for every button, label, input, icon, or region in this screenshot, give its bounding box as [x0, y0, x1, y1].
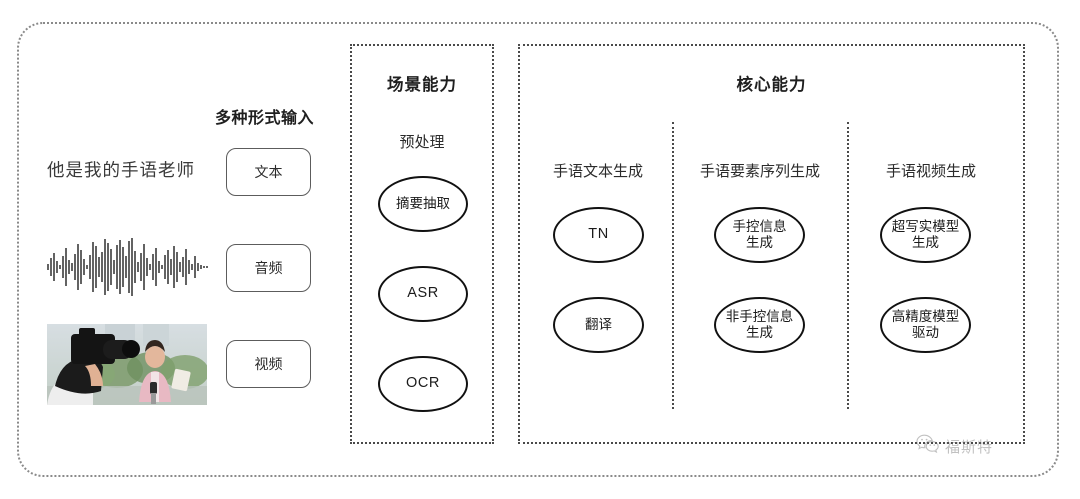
wechat-icon: [916, 434, 940, 459]
core-column-divider-1: [672, 122, 674, 409]
input-section-title: 多种形式输入: [215, 110, 315, 127]
node-translation[interactable]: 翻译: [553, 297, 644, 353]
watermark: 福斯特: [916, 434, 993, 459]
node-label: OCR: [405, 375, 441, 392]
node-label: TN: [588, 226, 609, 243]
sample-sentence-text: 他是我的手语老师: [47, 160, 195, 180]
modality-label: 视频: [254, 356, 283, 372]
node-label-line2: 生成: [746, 325, 773, 340]
node-asr[interactable]: ASR: [378, 266, 468, 322]
node-label: 摘要抽取: [396, 195, 450, 211]
core-column-heading-3: 手语视频生成: [885, 163, 976, 180]
core-panel-title: 核心能力: [736, 76, 807, 94]
modality-label: 音频: [254, 260, 283, 276]
scene-panel-title: 场景能力: [387, 76, 457, 94]
modality-box-video[interactable]: 视频: [226, 340, 311, 388]
node-label-line2: 驱动: [912, 325, 939, 340]
core-capability-panel: 核心能力: [518, 44, 1025, 444]
modality-box-audio[interactable]: 音频: [226, 244, 311, 292]
node-high-precision-model-driving[interactable]: 高精度模型 驱动: [880, 297, 971, 353]
node-manual-signal-generation[interactable]: 手控信息 生成: [714, 207, 805, 263]
node-tn[interactable]: TN: [553, 207, 644, 263]
node-label-line1: 超写实模型: [891, 218, 960, 234]
node-ocr[interactable]: OCR: [378, 356, 468, 412]
scene-group-label: 预处理: [399, 134, 445, 151]
node-label-line1: 非手控信息: [725, 308, 794, 324]
video-thumbnail-icon: [47, 324, 207, 405]
core-column-divider-2: [847, 122, 849, 409]
watermark-text: 福斯特: [945, 439, 994, 456]
scene-capability-panel: 场景能力: [350, 44, 494, 444]
core-column-heading-1: 手语文本生成: [552, 163, 643, 180]
outer-frame: [17, 22, 1059, 477]
core-column-heading-2: 手语要素序列生成: [699, 163, 820, 180]
waveform-icon: [42, 236, 214, 298]
node-label-line1: 高精度模型: [891, 308, 960, 324]
node-label-line2: 生成: [746, 235, 773, 250]
node-summary-extraction[interactable]: 摘要抽取: [378, 176, 468, 232]
modality-label: 文本: [254, 164, 283, 180]
node-label-line1: 手控信息: [732, 218, 787, 234]
node-label-line2: 生成: [912, 235, 939, 250]
node-non-manual-signal-generation[interactable]: 非手控信息 生成: [714, 297, 805, 353]
node-label: ASR: [407, 285, 439, 302]
node-hyperrealistic-model-generation[interactable]: 超写实模型 生成: [880, 207, 971, 263]
node-label: 翻译: [585, 316, 612, 332]
modality-box-text[interactable]: 文本: [226, 148, 311, 196]
